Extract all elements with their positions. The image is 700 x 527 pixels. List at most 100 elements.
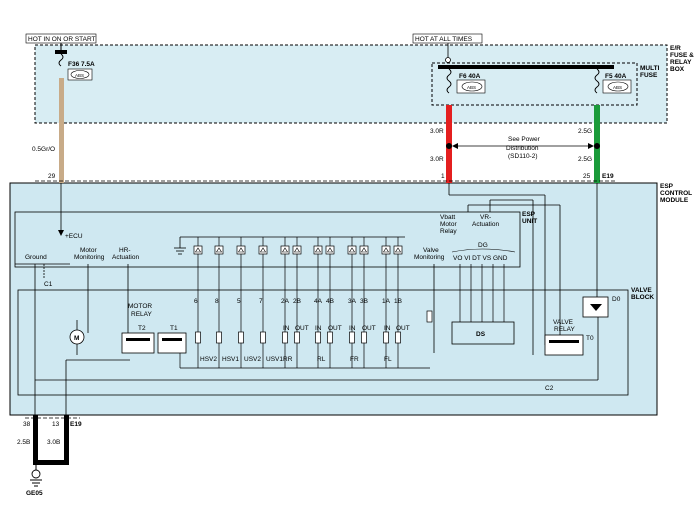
svg-text:UNIT: UNIT <box>522 218 537 225</box>
svg-text:BLOCK: BLOCK <box>631 294 654 301</box>
driver-box <box>258 245 268 255</box>
svg-text:HOT IN ON OR START: HOT IN ON OR START <box>28 36 96 43</box>
driver-box <box>325 245 335 255</box>
svg-text:HR-: HR- <box>119 247 131 254</box>
esp-unit-labels: Ground Motor Monitoring HR- Actuation Vb… <box>25 214 516 262</box>
valve-number: 2B <box>293 298 301 305</box>
svg-text:Actuation: Actuation <box>112 254 139 261</box>
svg-text:Actuation: Actuation <box>472 221 499 228</box>
valve-number: 4B <box>326 298 334 305</box>
valve-name: RR <box>283 356 293 363</box>
svg-text:ESP: ESP <box>522 211 536 218</box>
svg-text:E19: E19 <box>602 173 614 180</box>
driver-box <box>280 245 290 255</box>
svg-text:T0: T0 <box>586 335 594 342</box>
valve-name: USV2 <box>244 356 261 363</box>
motor-relay: MOTOR RELAY T2 T1 M <box>69 303 187 355</box>
fuse-relay-box <box>34 44 668 124</box>
svg-text:M: M <box>74 335 79 342</box>
valve-name: HSV1 <box>222 356 239 363</box>
svg-text:BOX: BOX <box>670 66 685 73</box>
valve-return-line: C2 <box>35 317 599 420</box>
driver-box <box>359 245 369 255</box>
valve-relay: VALVE RELAY T0 D0 <box>544 296 621 356</box>
svg-text:E/R: E/R <box>670 45 681 52</box>
esp-ground-line: C1 <box>15 263 435 415</box>
valve-coil <box>195 331 201 344</box>
svg-text:0.5Gr/O: 0.5Gr/O <box>32 146 55 153</box>
hot-all-times-label: HOT AT ALL TIMES <box>412 33 483 44</box>
valve-number: 7 <box>259 298 263 305</box>
valve-name: FR <box>350 356 359 363</box>
svg-text:D0: D0 <box>612 296 621 303</box>
ds-sensor: DS <box>451 264 515 345</box>
driver-box <box>193 245 203 255</box>
valve-port-label: IN <box>283 325 290 332</box>
fuse-f6: F6 40A ABS <box>446 68 486 94</box>
svg-text:VR-: VR- <box>480 214 491 221</box>
svg-text:FUSE: FUSE <box>640 72 658 79</box>
svg-text:C2: C2 <box>545 385 554 392</box>
svg-text:+ECU: +ECU <box>65 233 83 240</box>
svg-text:29: 29 <box>48 173 56 180</box>
driver-box <box>347 245 357 255</box>
wire-black-ground: 2.5B 3.0B GE05 <box>17 415 69 497</box>
valve-drivers <box>193 237 403 255</box>
svg-text:MOTOR: MOTOR <box>128 303 152 310</box>
driver-box <box>393 245 403 255</box>
valve-number: 1A <box>382 298 391 305</box>
valve-port-label: IN <box>349 325 356 332</box>
valve-name: USV1 <box>266 356 283 363</box>
svg-text:3.0R: 3.0R <box>430 128 444 135</box>
multi-fuse-box <box>431 62 638 106</box>
svg-text:2.5G: 2.5G <box>578 156 592 163</box>
see-power-distribution: See Power Distribution (SD110-2) <box>452 136 594 160</box>
connector-top-pins: 29 1 25 E19 <box>35 173 615 182</box>
svg-text:T2: T2 <box>138 325 146 332</box>
valve-port-label: OUT <box>328 325 342 332</box>
svg-text:See Power: See Power <box>508 136 541 143</box>
driver-box <box>381 245 391 255</box>
valve-coil <box>294 331 300 344</box>
battery-feed-lines <box>448 183 598 355</box>
valve-port-label: IN <box>384 325 391 332</box>
svg-text:1: 1 <box>441 173 445 180</box>
valve-number: 4A <box>314 298 323 305</box>
valve-number: 6 <box>194 298 198 305</box>
valve-coil <box>349 331 355 344</box>
esp-unit-box <box>14 211 521 268</box>
svg-text:13: 13 <box>52 421 60 428</box>
wire-gr-o: 0.5Gr/O <box>32 78 64 183</box>
valve-coil <box>216 331 222 344</box>
valve-coil <box>282 331 288 344</box>
valve-number: 3B <box>360 298 368 305</box>
svg-text:Relay: Relay <box>440 228 457 235</box>
svg-text:2.5B: 2.5B <box>17 439 30 446</box>
svg-text:T1: T1 <box>170 325 178 332</box>
plus-ecu-feed: +ECU <box>58 183 83 240</box>
valve-number: 2A <box>281 298 290 305</box>
valve-block-title: VALVE BLOCK <box>631 287 654 301</box>
wire-green: 2.5G 2.5G <box>578 105 600 183</box>
valve-number: 1B <box>394 298 402 305</box>
driver-bus <box>174 236 405 255</box>
valve-port-label: IN <box>315 325 322 332</box>
fuse-f36: F36 7.5A ABS <box>55 43 95 81</box>
fuse-f5: F5 40A ABS <box>594 68 632 94</box>
valve-monitor-resistor <box>426 310 433 323</box>
valve-port-label: OUT <box>362 325 376 332</box>
driver-box <box>313 245 323 255</box>
svg-text:Vbatt: Vbatt <box>440 214 455 221</box>
svg-text:Monitoring: Monitoring <box>414 254 445 261</box>
svg-text:Motor: Motor <box>80 247 97 254</box>
hot-run-start-label: HOT IN ON OR START <box>25 33 97 44</box>
valve-coil <box>315 331 321 344</box>
svg-text:MULTI: MULTI <box>640 65 660 72</box>
svg-text:F36 7.5A: F36 7.5A <box>68 61 95 68</box>
valve-coil <box>260 331 266 344</box>
valve-port-label: OUT <box>295 325 309 332</box>
svg-text:RELAY: RELAY <box>554 326 575 333</box>
svg-text:DG: DG <box>478 242 488 249</box>
esp-unit-title: ESP UNIT <box>522 211 537 225</box>
valve-coil <box>361 331 367 344</box>
